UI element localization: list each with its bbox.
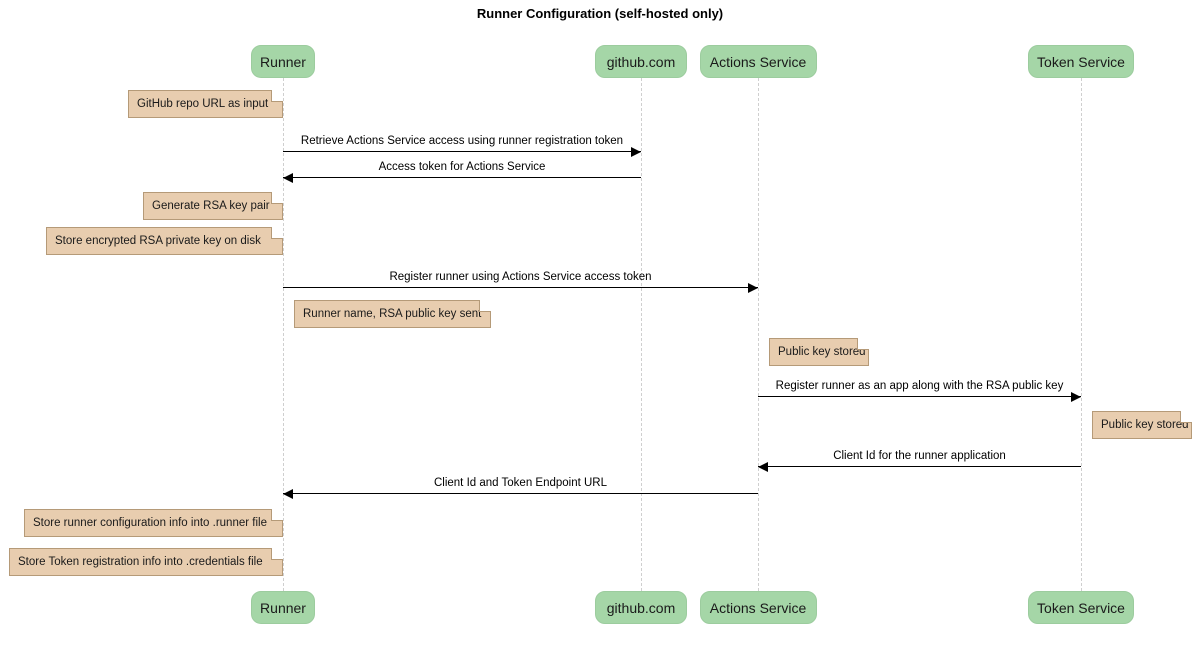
participant-token-top[interactable]: Token Service — [1028, 45, 1134, 78]
msg-access-token-arrowhead — [283, 172, 293, 183]
note-folded-corner-icon — [271, 509, 283, 521]
msg-access-token-label: Access token for Actions Service — [378, 161, 546, 173]
note-store-private: Store encrypted RSA private key on disk — [46, 227, 283, 255]
msg-client-id-endpoint-line — [283, 493, 758, 494]
note-label: GitHub repo URL as input — [137, 98, 269, 110]
participant-runner-top[interactable]: Runner — [251, 45, 315, 78]
lifeline-github — [641, 78, 642, 591]
msg-client-id-line — [758, 466, 1081, 467]
participant-label: Runner — [260, 599, 306, 616]
participant-label: github.com — [606, 53, 676, 70]
msg-register-runner-line — [283, 287, 758, 288]
note-label: Store runner configuration info into .ru… — [33, 517, 267, 529]
note-label: Runner name, RSA public key sent — [303, 308, 482, 320]
msg-client-id-arrowhead — [758, 461, 768, 472]
participant-actions-bottom[interactable]: Actions Service — [699, 591, 817, 624]
note-folded-corner-icon — [271, 227, 283, 239]
participant-github-bottom[interactable]: github.com — [595, 591, 687, 624]
note-folded-corner-icon — [271, 192, 283, 204]
note-repo-url: GitHub repo URL as input — [128, 90, 283, 118]
participant-token-bottom[interactable]: Token Service — [1028, 591, 1134, 624]
msg-register-runner-label: Register runner using Actions Service ac… — [389, 271, 652, 283]
note-store-config: Store runner configuration info into .ru… — [24, 509, 283, 537]
msg-client-id-label: Client Id for the runner application — [833, 450, 1006, 462]
note-label: Store Token registration info into .cred… — [18, 556, 263, 568]
msg-retrieve-access-arrowhead — [631, 146, 641, 157]
participant-label: github.com — [606, 599, 676, 616]
note-generate-rsa: Generate RSA key pair — [143, 192, 283, 220]
note-folded-corner-icon — [1180, 411, 1192, 423]
participant-label: Actions Service — [709, 599, 807, 616]
note-label: Public key stored — [778, 346, 866, 358]
participant-runner-bottom[interactable]: Runner — [251, 591, 315, 624]
msg-client-id-endpoint-label: Client Id and Token Endpoint URL — [433, 477, 608, 489]
note-folded-corner-icon — [271, 90, 283, 102]
diagram-title: Runner Configuration (self-hosted only) — [476, 6, 724, 21]
lifeline-token — [1081, 78, 1082, 591]
msg-client-id-endpoint-arrowhead — [283, 488, 293, 499]
msg-retrieve-access-line — [283, 151, 641, 152]
note-store-token: Store Token registration info into .cred… — [9, 548, 283, 576]
participant-label: Token Service — [1037, 599, 1125, 616]
note-folded-corner-icon — [857, 338, 869, 350]
participant-label: Runner — [260, 53, 306, 70]
note-folded-corner-icon — [271, 548, 283, 560]
participant-label: Actions Service — [709, 53, 807, 70]
note-pubkey-token: Public key stored — [1092, 411, 1192, 439]
note-label: Store encrypted RSA private key on disk — [55, 235, 261, 247]
lifeline-actions — [758, 78, 759, 591]
participant-github-top[interactable]: github.com — [595, 45, 687, 78]
msg-register-app-label: Register runner as an app along with the… — [775, 380, 1064, 392]
note-label: Public key stored — [1101, 419, 1189, 431]
msg-register-app-arrowhead — [1071, 391, 1081, 402]
participant-label: Token Service — [1037, 53, 1125, 70]
msg-register-runner-arrowhead — [748, 282, 758, 293]
msg-retrieve-access-label: Retrieve Actions Service access using ru… — [300, 135, 624, 147]
note-pubkey-actions: Public key stored — [769, 338, 869, 366]
msg-register-app-line — [758, 396, 1081, 397]
note-label: Generate RSA key pair — [152, 200, 270, 212]
lifeline-runner — [283, 78, 284, 591]
note-runner-name: Runner name, RSA public key sent — [294, 300, 491, 328]
participant-actions-top[interactable]: Actions Service — [699, 45, 817, 78]
note-folded-corner-icon — [479, 300, 491, 312]
msg-access-token-line — [283, 177, 641, 178]
